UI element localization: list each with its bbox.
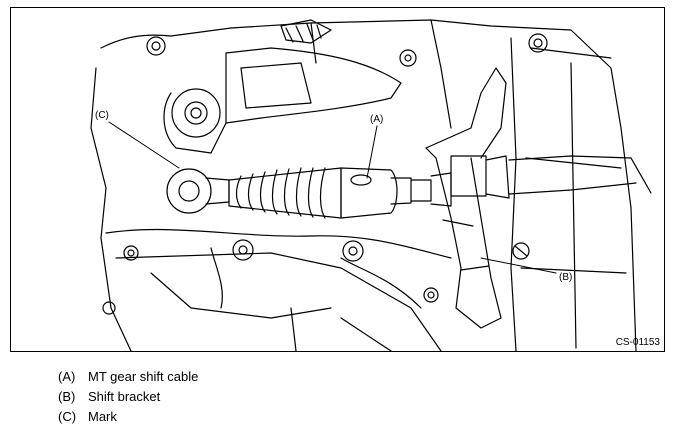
shift-cable-illustration: (C) (A) (B)	[90, 19, 652, 351]
shift-lever	[163, 19, 402, 154]
callout-b: (B)	[559, 272, 572, 283]
legend-key: (C)	[58, 409, 77, 424]
legend-item-b: (B) Shift bracket	[58, 387, 198, 407]
transmission-case	[90, 19, 637, 351]
legend-item-c: (C) Mark	[58, 407, 198, 427]
cable-end-joint	[166, 168, 230, 214]
legend: (A) MT gear shift cable (B) Shift bracke…	[58, 367, 198, 427]
figure-id: CS-01153	[615, 337, 660, 348]
figure-frame: (C) (A) (B) CS-01153	[10, 7, 665, 352]
shift-cable-body	[340, 155, 652, 219]
shift-bracket	[425, 67, 507, 329]
legend-key: (A)	[58, 369, 76, 384]
callout-c: (C)	[95, 110, 109, 121]
legend-text: MT gear shift cable	[88, 369, 199, 384]
bolts	[102, 33, 548, 315]
callout-a: (A)	[370, 114, 383, 125]
bellows-boot	[228, 167, 342, 219]
legend-text: Shift bracket	[88, 389, 161, 404]
legend-key: (B)	[58, 389, 76, 404]
legend-item-a: (A) MT gear shift cable	[58, 367, 198, 387]
legend-text: Mark	[88, 409, 117, 424]
leader-lines	[108, 121, 557, 274]
